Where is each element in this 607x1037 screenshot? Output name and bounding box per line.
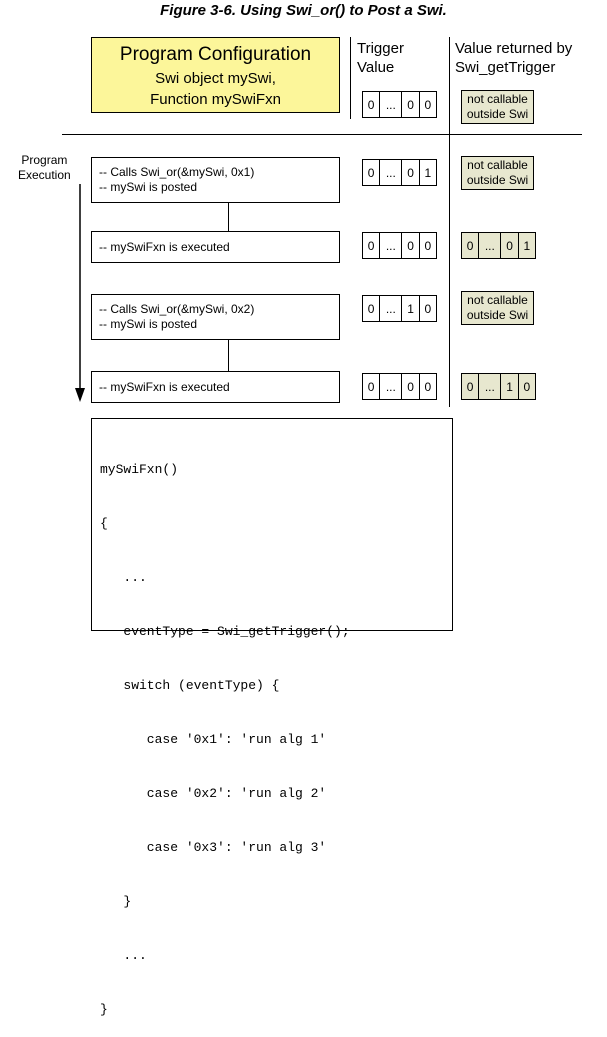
returned-separator	[449, 37, 450, 407]
execution-arrow	[75, 184, 85, 402]
trigger-header-line2: Value	[357, 59, 395, 76]
code-line: case '0x2': 'run alg 2'	[100, 786, 327, 801]
returned-cell: 0	[462, 233, 480, 258]
trigger-separator-top	[350, 37, 351, 119]
code-line: case '0x3': 'run alg 3'	[100, 840, 327, 855]
program-execution-line2: Execution	[18, 168, 71, 182]
trigger-cell: ...	[380, 92, 403, 117]
trigger-cell: 0	[402, 374, 420, 399]
not-callable-step3: not callable outside Swi	[461, 291, 534, 325]
not-callable-line1: not callable	[467, 293, 528, 307]
not-callable-line1: not callable	[467, 158, 528, 172]
returned-value-step4: 0 ... 1 0	[461, 373, 536, 400]
value-returned-header: Value returned by Swi_getTrigger	[455, 39, 572, 77]
trigger-value-step2: 0 ... 0 0	[362, 232, 437, 259]
trigger-value-header: Trigger Value	[357, 39, 404, 77]
program-execution-label: Program Execution	[18, 153, 71, 183]
trigger-cell: ...	[380, 160, 403, 185]
code-line: }	[100, 894, 132, 909]
code-line: {	[100, 516, 108, 531]
step-line1: -- Calls Swi_or(&mySwi, 0x1)	[99, 165, 255, 179]
trigger-cell: 0	[424, 238, 432, 253]
program-execution-line1: Program	[21, 153, 68, 167]
trigger-cell: 0	[424, 301, 432, 316]
trigger-cell: 0	[424, 97, 432, 112]
not-callable-line1: not callable	[467, 92, 528, 106]
returned-cell: 0	[462, 374, 480, 399]
step-swi-or-0x2: -- Calls Swi_or(&mySwi, 0x2) -- mySwi is…	[91, 294, 340, 340]
trigger-cell: 1	[402, 296, 420, 321]
not-callable-line2: outside Swi	[466, 107, 529, 121]
step-line2: -- mySwi is posted	[99, 317, 198, 331]
step-mySwiFxn-executed-1: -- mySwiFxn is executed	[91, 231, 340, 263]
config-execution-separator	[62, 134, 582, 135]
step-mySwiFxn-executed-2: -- mySwiFxn is executed	[91, 371, 340, 403]
returned-value-step2: 0 ... 0 1	[461, 232, 536, 259]
trigger-value-step1: 0 ... 0 1	[362, 159, 437, 186]
trigger-cell: 0	[363, 160, 381, 185]
code-line: ...	[100, 948, 147, 963]
trigger-cell: 0	[363, 374, 381, 399]
trigger-cell: 1	[424, 165, 432, 180]
step-line1: -- mySwiFxn is executed	[99, 379, 230, 394]
step-swi-or-0x1: -- Calls Swi_or(&mySwi, 0x1) -- mySwi is…	[91, 157, 340, 203]
trigger-cell: ...	[380, 374, 403, 399]
trigger-cell: 0	[363, 296, 381, 321]
config-swi-object: Swi object mySwi,	[155, 70, 276, 87]
trigger-value-step3: 0 ... 1 0	[362, 295, 437, 322]
trigger-cell: 0	[424, 379, 432, 394]
not-callable-line2: outside Swi	[466, 308, 529, 322]
step-connector	[228, 202, 229, 231]
returned-cell: ...	[479, 374, 502, 399]
not-callable-step1: not callable outside Swi	[461, 156, 534, 190]
code-line: eventType = Swi_getTrigger();	[100, 624, 350, 639]
trigger-header-line1: Trigger	[357, 40, 404, 57]
code-line: ...	[100, 570, 147, 585]
trigger-cell: 0	[363, 233, 381, 258]
step-line1: -- mySwiFxn is executed	[99, 239, 230, 254]
code-line: switch (eventType) {	[100, 678, 280, 693]
trigger-cell: 0	[402, 233, 420, 258]
returned-cell: ...	[479, 233, 502, 258]
returned-header-line1: Value returned by	[455, 40, 573, 57]
config-function: Function mySwiFxn	[150, 91, 281, 108]
trigger-value-step4: 0 ... 0 0	[362, 373, 437, 400]
code-listing: mySwiFxn() { ... eventType = Swi_getTrig…	[91, 418, 453, 1017]
returned-cell: 1	[501, 374, 519, 399]
trigger-cell: ...	[380, 233, 403, 258]
code-line: case '0x1': 'run alg 1'	[100, 732, 327, 747]
initial-not-callable: not callable outside Swi	[461, 90, 534, 124]
trigger-cell: ...	[380, 296, 403, 321]
not-callable-line2: outside Swi	[466, 173, 529, 187]
trigger-cell: 0	[402, 92, 420, 117]
returned-cell: 0	[523, 379, 531, 394]
step-connector	[228, 340, 229, 371]
code-line: mySwiFxn()	[100, 462, 179, 477]
trigger-cell: 0	[363, 92, 381, 117]
initial-trigger-value: 0 ... 0 0	[362, 91, 437, 118]
step-line2: -- mySwi is posted	[99, 180, 198, 194]
figure-title: Figure 3-6. Using Swi_or() to Post a Swi…	[160, 2, 447, 19]
config-title: Program Configuration	[119, 44, 312, 65]
returned-header-line2: Swi_getTrigger	[455, 59, 556, 76]
returned-cell: 1	[523, 238, 531, 253]
program-configuration-box: Program Configuration Swi object mySwi, …	[91, 37, 340, 113]
returned-cell: 0	[501, 233, 519, 258]
code-line: }	[100, 1002, 108, 1017]
step-line1: -- Calls Swi_or(&mySwi, 0x2)	[99, 302, 255, 316]
trigger-cell: 0	[402, 160, 420, 185]
